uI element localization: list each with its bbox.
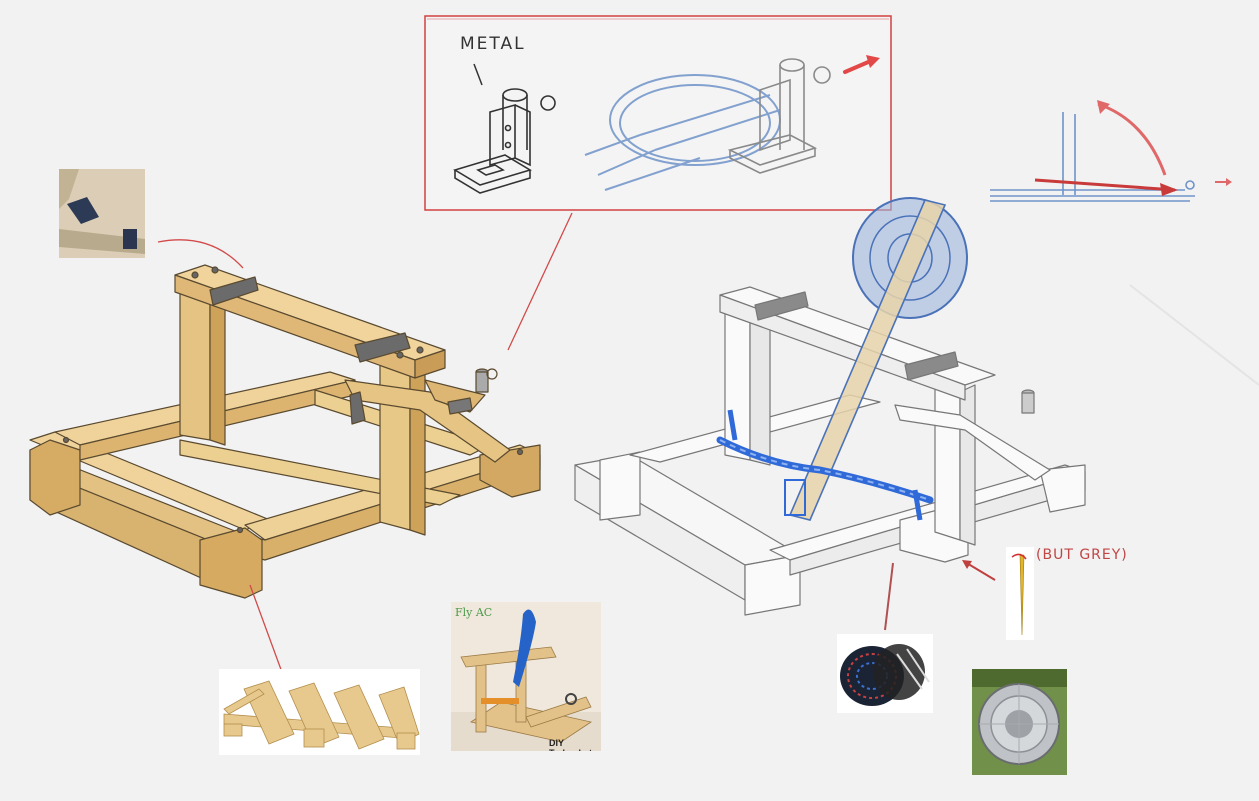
round-weight-photo (972, 669, 1067, 775)
inset-leader-line (507, 212, 573, 351)
metal-bracket-sketch (453, 88, 556, 194)
toy-photo-caption: DIY Trebuchet (549, 738, 592, 751)
toy-photo-watermark: Fly AC (455, 606, 493, 619)
but-grey-annotation: (BUT GREY) (1036, 547, 1128, 563)
tape-wrapped-pole-photo (59, 169, 145, 258)
metal-label: METAL (460, 34, 526, 54)
wooden-catapult-model (29, 264, 541, 599)
trebuchet-arm-sketch (716, 197, 968, 521)
toy-trebuchet-photo: Fly AC DIY Trebuchet (451, 602, 601, 751)
sketched-catapult-model (574, 286, 1086, 616)
inset-detail-box (424, 15, 892, 211)
metal-pointer-line (473, 63, 483, 86)
inset-grey-post-sketch (727, 58, 831, 174)
tape-leader-line (157, 239, 244, 269)
rope-leader-line (884, 562, 894, 631)
inset-blue-ring-sketch (584, 74, 781, 191)
pivot-detail-sketch (990, 100, 1232, 202)
twisted-rope-coil-photo (837, 634, 933, 713)
tent-peg-photo (1006, 547, 1034, 640)
wooden-pallet-photo (219, 669, 420, 755)
peg-leader-line (964, 561, 996, 581)
